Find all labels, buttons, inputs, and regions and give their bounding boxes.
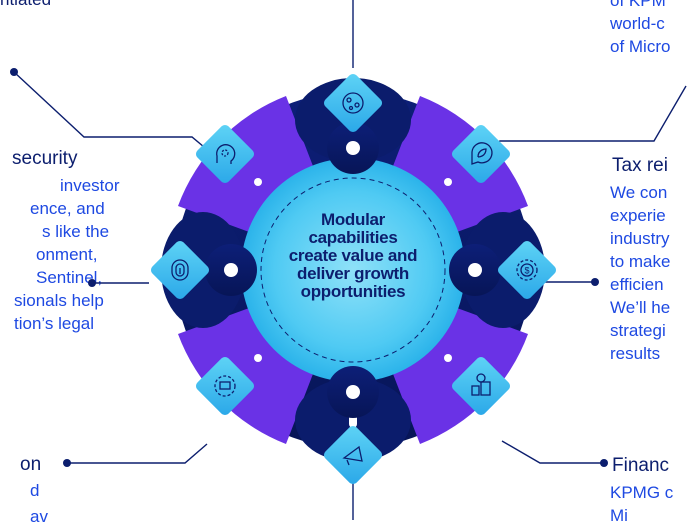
brain-network-icon [323,73,383,133]
gear-head-icon [195,124,255,184]
center-label-line: deliver growth [297,264,409,283]
security-heading: security [12,148,78,169]
center-label-line: capabilities [308,228,398,247]
money-building-icon [451,356,511,416]
tax-line: to make [610,252,671,271]
megaphone-icon [323,425,383,485]
tax-line: efficien [610,275,664,294]
finance-heading: Financ [612,455,670,476]
connector-dot [63,459,71,467]
left-top-fragment: ntiated [0,0,51,11]
svg-text:$: $ [524,266,529,276]
gear-monitor-icon [195,356,255,416]
security-line: onment, [36,245,98,264]
security-line: ence, and [30,199,105,218]
center-label-line: Modular [320,210,385,229]
right-top-line: of KPM [610,0,666,10]
dollar-gear-icon: $ [497,240,557,300]
tax-heading: Tax rei [612,155,668,176]
security-line: investor [60,176,120,195]
fingerprint-icon [150,240,210,300]
tax-line: experie [610,206,666,225]
security-line: sionals help [14,291,104,310]
security-line: Sentinel, [36,268,103,287]
connector-dot [10,68,18,76]
leaf-bubble-icon [451,124,511,184]
tax-line: We’ll he [610,298,671,317]
right-top-line: of Micro [610,37,671,56]
security-line: s like the [42,222,110,241]
connector-dot [88,279,96,287]
bottom-left-heading: on [20,454,42,475]
bottom-left-line: d [30,481,40,500]
tax-line: We con [610,183,668,202]
tax-line: strategi [610,321,666,340]
center-label-line: opportunities [300,282,406,301]
tax-line: industry [610,229,670,248]
right-top-line: world-c [610,14,665,33]
connector-dot [591,278,599,286]
center-core [205,122,501,418]
finance-line: KPMG c [610,483,674,502]
center-label: Modular capabilities create value and de… [270,211,436,301]
center-label-line: create value and [288,246,418,265]
tax-line: results [610,344,661,363]
connector-dot [600,459,608,467]
security-line: tion’s legal [14,314,95,333]
